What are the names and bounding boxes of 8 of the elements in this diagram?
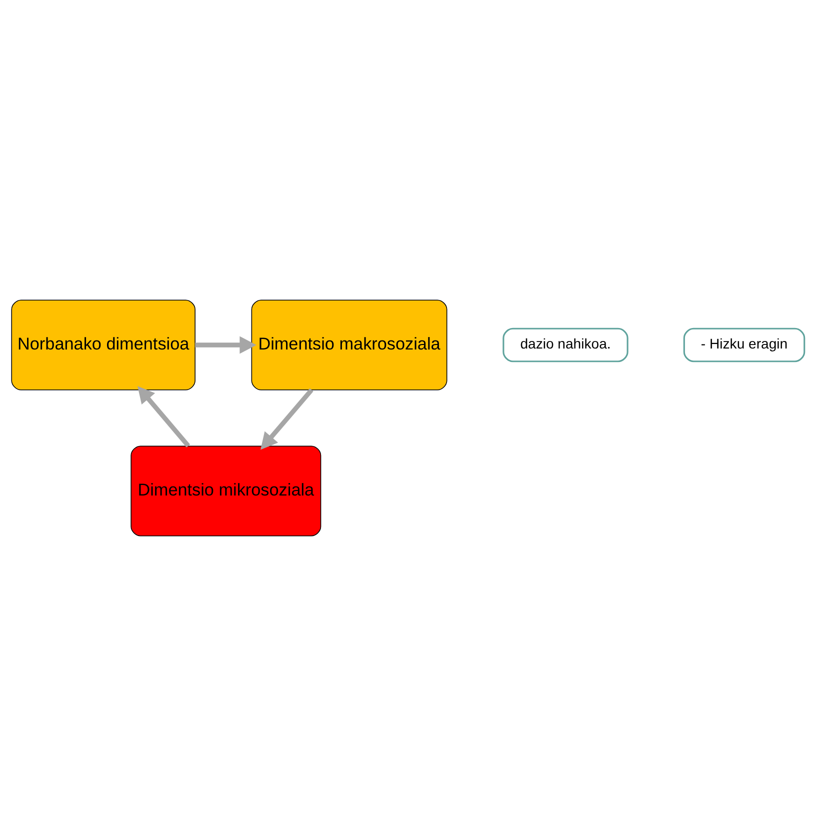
node-box: dazio nahikoa.: [502, 328, 628, 362]
node-box: Dimentsio mikrosoziala: [130, 446, 322, 536]
arrow: [260, 388, 314, 450]
node-box: Norbanako dimentsioa: [11, 300, 196, 390]
node-box: - Hizku eragin: [683, 328, 806, 362]
arrow: [195, 336, 256, 354]
arrow: [138, 386, 190, 448]
node-box: Dimentsio makrosoziala: [251, 300, 448, 390]
